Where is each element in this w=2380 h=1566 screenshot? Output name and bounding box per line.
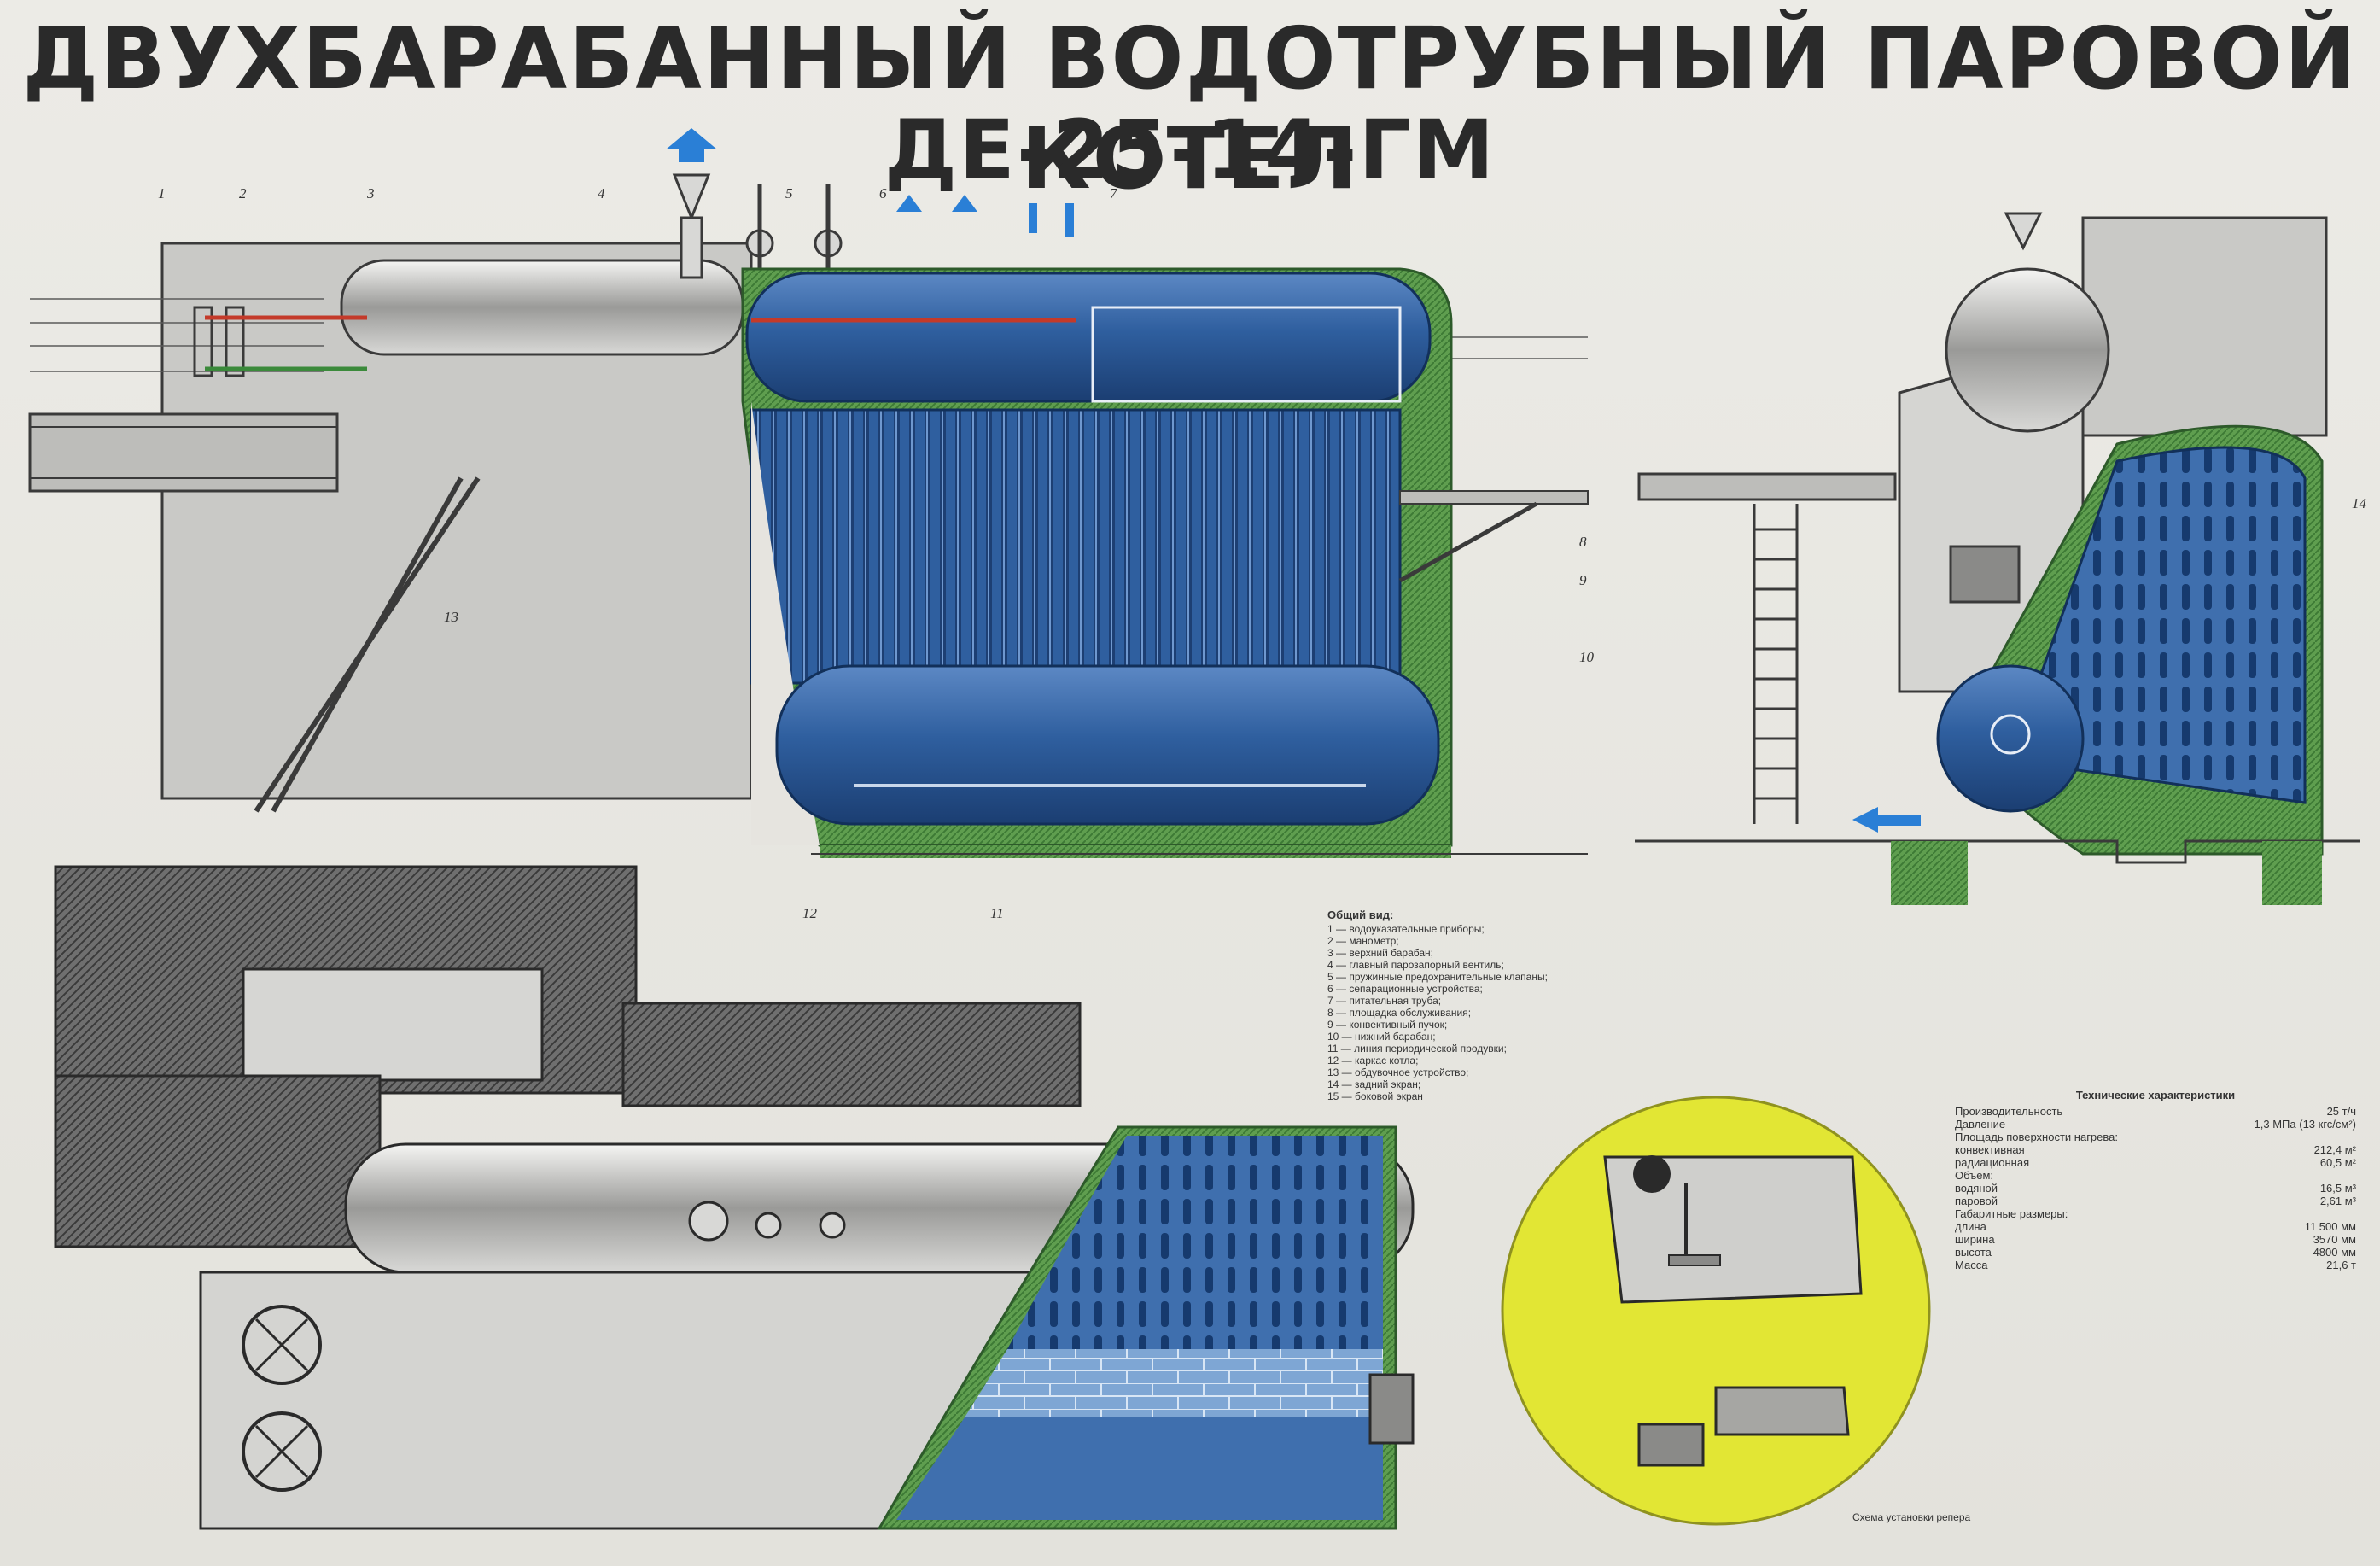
- callout-6: 6: [879, 185, 887, 202]
- legend-item: 8 — площадка обслуживания;: [1327, 1007, 1472, 1019]
- legend-title: Общий вид:: [1327, 909, 1394, 921]
- legend-item: 6 — сепарационные устройства;: [1327, 983, 1483, 995]
- callout-10: 10: [1579, 649, 1595, 665]
- fitting-arrow-icon: [1029, 203, 1037, 233]
- legend-item: 7 — питательная труба;: [1327, 995, 1442, 1007]
- callout-3: 3: [366, 185, 375, 202]
- spec-label: водяной: [1955, 1182, 1998, 1195]
- callout-5: 5: [785, 185, 793, 202]
- end-view: [1635, 212, 2360, 905]
- callout-9: 9: [1579, 572, 1587, 588]
- spec-value: 60,5 м²: [2319, 1156, 2356, 1169]
- spec-label: Площадь поверхности нагрева:: [1955, 1131, 2118, 1143]
- legend-item: 3 — верхний барабан;: [1327, 947, 1434, 959]
- callout-2: 2: [239, 185, 247, 202]
- spec-row: Площадь поверхности нагрева:: [1955, 1131, 2356, 1143]
- technical-specs: Технические характеристики Производитель…: [1955, 1089, 2356, 1271]
- spec-value: [2254, 1131, 2356, 1143]
- poster-subtitle-model: ДЕ-25-14-ГМ: [884, 102, 1496, 198]
- legend-item: 11 — линия периодической продувки;: [1327, 1043, 1507, 1055]
- callout-12: 12: [802, 905, 818, 921]
- convective-tube-bank: [750, 408, 1402, 685]
- spec-label: радиационная: [1955, 1156, 2030, 1169]
- spec-label: конвективная: [1955, 1143, 2025, 1156]
- air-inlet-arrow-icon: [1852, 807, 1878, 833]
- fitting-arrow-icon: [952, 195, 977, 212]
- callout-1: 1: [158, 185, 166, 202]
- spec-row: Объем:: [1955, 1169, 2356, 1182]
- spec-label: длина: [1955, 1220, 1986, 1233]
- spec-row: ширина 3570 мм: [1955, 1233, 2356, 1246]
- callout-4: 4: [598, 185, 605, 202]
- burner-icon: [242, 1305, 322, 1385]
- spec-row: длина 11 500 мм: [1955, 1220, 2356, 1233]
- legend-item: 13 — обдувочное устройство;: [1327, 1066, 1469, 1078]
- legend-item: 4 — главный парозапорный вентиль;: [1327, 959, 1504, 971]
- spec-row: конвективная 212,4 м²: [1955, 1143, 2356, 1156]
- legend-item: 12 — каркас котла;: [1327, 1055, 1419, 1066]
- spec-label: высота: [1955, 1246, 1992, 1259]
- legend: Общий вид: 1 — водоуказательные приборы;…: [1327, 909, 1558, 1103]
- spec-value: 11 500 мм: [2304, 1220, 2356, 1233]
- spec-label: Габаритные размеры:: [1955, 1207, 2068, 1220]
- legend-item: 15 — боковой экран: [1327, 1090, 1423, 1102]
- legend-item: 10 — нижний барабан;: [1327, 1031, 1436, 1043]
- spec-label: Объем:: [1955, 1169, 1994, 1182]
- spec-row: Производительность 25 т/ч: [1955, 1105, 2356, 1118]
- spec-row: высота 4800 мм: [1955, 1246, 2356, 1259]
- spec-row: Масса 21,6 т: [1955, 1259, 2356, 1271]
- main-steam-valve-icon: [672, 173, 711, 222]
- spec-value: 16,5 м³: [2319, 1182, 2356, 1195]
- benchmark-detail: [1501, 1096, 1931, 1526]
- callout-numbers: 1 2 3 4 5 6 7 8 9 10 11 12 13 14: [158, 185, 2367, 921]
- spec-value: 1,3 МПа (13 кгс/см²): [2254, 1118, 2356, 1131]
- benchmark-caption: Схема установки репера: [1852, 1511, 1971, 1523]
- spec-value: 212,4 м²: [2313, 1143, 2356, 1156]
- callout-8: 8: [1579, 534, 1587, 550]
- legend-item: 5 — пружинные предохранительные клапаны;: [1327, 971, 1548, 983]
- legend-item: 2 — манометр;: [1327, 935, 1399, 947]
- lower-drum: [775, 664, 1440, 826]
- specs-title: Технические характеристики: [2075, 1089, 2236, 1101]
- spec-value: 3570 мм: [2313, 1233, 2356, 1246]
- steam-outlet-arrow-icon: [666, 128, 717, 162]
- poster-title: ДВУХБАРАБАННЫЙ ВОДОТРУБНЫЙ ПАРОВОЙ КОТЕЛ: [22, 9, 2358, 208]
- spec-label: паровой: [1955, 1195, 1998, 1207]
- spec-value: 21,6 т: [2326, 1259, 2356, 1271]
- spec-value: 4800 мм: [2313, 1246, 2356, 1259]
- burner-icon: [242, 1411, 322, 1492]
- spec-label: Производительность: [1955, 1105, 2063, 1118]
- upper-drum: [745, 272, 1432, 403]
- callout-11: 11: [990, 905, 1004, 921]
- fitting-arrow-icon: [1065, 203, 1074, 237]
- spec-value: 2,61 м³: [2319, 1195, 2356, 1207]
- plan-view: [54, 865, 1415, 1530]
- spec-row: водяной 16,5 м³: [1955, 1182, 2356, 1195]
- spec-value: 25 т/ч: [2326, 1105, 2356, 1118]
- callout-13: 13: [444, 609, 458, 625]
- spec-value: [2254, 1169, 2356, 1182]
- spec-row: Давление 1,3 МПа (13 кгс/см²): [1955, 1118, 2356, 1131]
- callout-14: 14: [2352, 495, 2367, 511]
- legend-item: 9 — конвективный пучок;: [1327, 1019, 1448, 1031]
- spec-label: Масса: [1955, 1259, 1988, 1271]
- lower-drum-end: [1936, 664, 2085, 813]
- spec-row: паровой 2,61 м³: [1955, 1195, 2356, 1207]
- spec-row: радиационная 60,5 м²: [1955, 1156, 2356, 1169]
- legend-item: 1 — водоуказательные приборы;: [1327, 923, 1485, 935]
- spec-row: Габаритные размеры:: [1955, 1207, 2356, 1220]
- spec-value: [2254, 1207, 2356, 1220]
- spec-label: Давление: [1955, 1118, 2006, 1131]
- callout-7: 7: [1110, 185, 1118, 202]
- side-view: [28, 128, 1589, 858]
- legend-item: 14 — задний экран;: [1327, 1078, 1421, 1090]
- spec-label: ширина: [1955, 1233, 1995, 1246]
- upper-drum-end: [1945, 267, 2110, 433]
- fitting-arrow-icon: [896, 195, 922, 212]
